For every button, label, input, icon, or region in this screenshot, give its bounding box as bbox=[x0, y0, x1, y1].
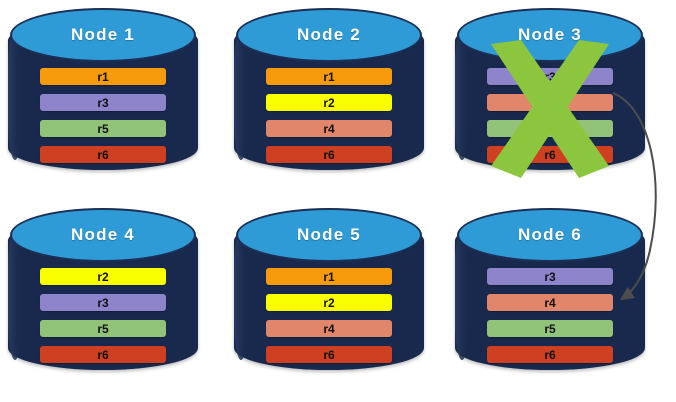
cylinder-top-ellipse: Node 5 bbox=[236, 208, 422, 262]
cylinder-top-ellipse: Node 2 bbox=[236, 8, 422, 62]
replica-bar-list: r1 r2 r4 r6 bbox=[266, 268, 392, 363]
replica-bar[interactable]: r6 bbox=[487, 346, 613, 363]
replica-bar[interactable]: r2 bbox=[266, 94, 392, 111]
replica-bar-list: r3 r4 r5 r6 bbox=[487, 268, 613, 363]
replica-bar[interactable]: r1 bbox=[266, 68, 392, 85]
node-cylinder-6[interactable]: Node 6 r3 r4 r5 r6 bbox=[455, 206, 645, 386]
replica-bar-list: r3 r4 r5 r6 bbox=[487, 68, 613, 163]
node-title: Node 1 bbox=[71, 25, 135, 44]
cylinder-top-ellipse: Node 6 bbox=[457, 208, 643, 262]
node-title: Node 6 bbox=[518, 225, 582, 244]
replica-bar[interactable]: r3 bbox=[487, 68, 613, 85]
replica-bar[interactable]: r4 bbox=[487, 294, 613, 311]
cylinder-top-ellipse: Node 1 bbox=[10, 8, 196, 62]
replica-bar[interactable]: r3 bbox=[487, 268, 613, 285]
replica-bar[interactable]: r5 bbox=[487, 120, 613, 137]
replica-bar[interactable]: r6 bbox=[40, 146, 166, 163]
node-title: Node 3 bbox=[518, 25, 582, 44]
replica-bar[interactable]: r5 bbox=[40, 120, 166, 137]
cylinder-top-ellipse: Node 3 bbox=[457, 8, 643, 62]
replica-bar[interactable]: r4 bbox=[266, 320, 392, 337]
node-title: Node 5 bbox=[297, 225, 361, 244]
node-cylinder-4[interactable]: Node 4 r2 r3 r5 r6 bbox=[8, 206, 198, 386]
replica-bar[interactable]: r2 bbox=[266, 294, 392, 311]
node-cylinder-3[interactable]: Node 3 r3 r4 r5 r6 bbox=[455, 6, 645, 186]
replica-bar-list: r1 r2 r4 r6 bbox=[266, 68, 392, 163]
node-cylinder-5[interactable]: Node 5 r1 r2 r4 r6 bbox=[234, 206, 424, 386]
replica-bar[interactable]: r4 bbox=[266, 120, 392, 137]
replica-bar[interactable]: r1 bbox=[266, 268, 392, 285]
replica-bar-list: r1 r3 r5 r6 bbox=[40, 68, 166, 163]
replica-bar[interactable]: r2 bbox=[40, 268, 166, 285]
node-cylinder-1[interactable]: Node 1 r1 r3 r5 r6 bbox=[8, 6, 198, 186]
node-title: Node 2 bbox=[297, 25, 361, 44]
replica-bar[interactable]: r5 bbox=[40, 320, 166, 337]
replica-bar[interactable]: r6 bbox=[266, 146, 392, 163]
replica-bar[interactable]: r1 bbox=[40, 68, 166, 85]
replica-bar[interactable]: r4 bbox=[487, 94, 613, 111]
replica-bar[interactable]: r6 bbox=[40, 346, 166, 363]
replica-bar[interactable]: r3 bbox=[40, 294, 166, 311]
replica-bar[interactable]: r6 bbox=[487, 146, 613, 163]
cylinder-top-ellipse: Node 4 bbox=[10, 208, 196, 262]
replica-bar[interactable]: r5 bbox=[487, 320, 613, 337]
replica-bar[interactable]: r3 bbox=[40, 94, 166, 111]
node-title: Node 4 bbox=[71, 225, 135, 244]
node-cylinder-2[interactable]: Node 2 r1 r2 r4 r6 bbox=[234, 6, 424, 186]
replica-bar-list: r2 r3 r5 r6 bbox=[40, 268, 166, 363]
replica-bar[interactable]: r6 bbox=[266, 346, 392, 363]
